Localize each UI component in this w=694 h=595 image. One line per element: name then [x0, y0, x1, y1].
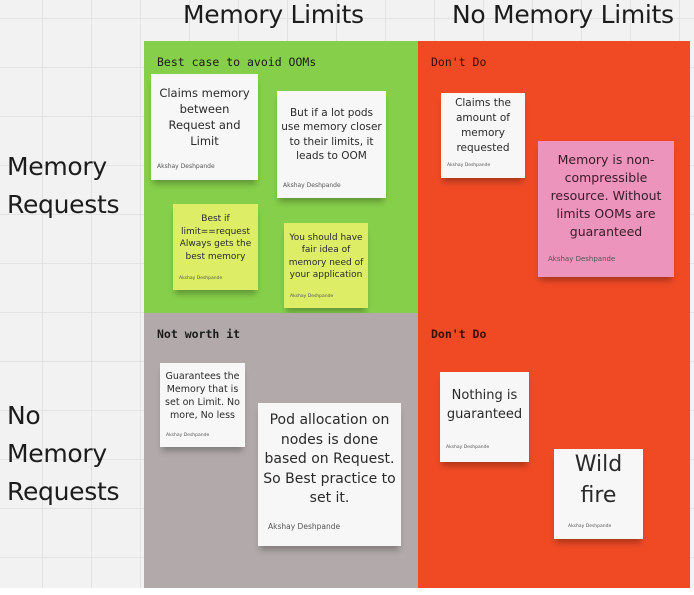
column-header-no-memory-limits: No Memory Limits: [452, 0, 674, 29]
note-author: Akshay Deshpande: [446, 445, 490, 450]
note-text: You should have fair idea of memory need…: [288, 232, 364, 281]
row-header-line: Memory: [7, 439, 107, 468]
quadrant-limits-requests: Best case to avoid OOMs Claims memory be…: [144, 41, 418, 313]
sticky-note[interactable]: Guarantees the Memory that is set on Lim…: [160, 363, 245, 447]
row-header-line: Requests: [7, 190, 120, 219]
sticky-note[interactable]: Memory is non-compressible resource. Wit…: [538, 141, 674, 277]
note-author: Akshay Deshpande: [157, 163, 215, 170]
note-author: Akshay Deshpande: [283, 181, 341, 189]
row-header-memory-requests: Memory Requests: [7, 148, 119, 224]
sticky-note[interactable]: Claims the amount of memory requested Ak…: [441, 93, 525, 178]
sticky-note[interactable]: Best if limit==request Always gets the b…: [173, 204, 258, 290]
sticky-note[interactable]: But if a lot pods use memory closer to t…: [277, 91, 386, 198]
sticky-note[interactable]: Nothing is guaranteed Akshay Deshpande: [440, 372, 529, 462]
note-author: Akshay Deshpande: [548, 255, 616, 263]
sticky-note[interactable]: Claims memory between Request and Limit …: [151, 74, 258, 180]
row-header-line: Requests: [7, 477, 120, 506]
note-author: Akshay Deshpande: [268, 521, 341, 531]
note-text: Best if limit==request Always gets the b…: [179, 214, 252, 262]
quadrant-title: Not worth it: [157, 327, 241, 341]
quadrant-nolimits-requests: Don't Do Claims the amount of memory req…: [418, 41, 690, 313]
sticky-note[interactable]: Pod allocation on nodes is done based on…: [258, 403, 401, 546]
note-text: Claims memory between Request and Limit: [159, 85, 250, 148]
note-text: Pod allocation on nodes is done based on…: [263, 412, 396, 506]
quadrant-title: Don't Do: [431, 327, 487, 341]
note-text: Wild fire: [574, 452, 623, 508]
quadrant-limits-norequests: Not worth it Guarantees the Memory that …: [144, 313, 418, 588]
column-header-memory-limits: Memory Limits: [183, 0, 364, 29]
note-author: Akshay Deshpande: [447, 163, 491, 168]
note-author: Akshay Deshpande: [568, 524, 612, 529]
row-header-line: Memory: [7, 152, 107, 181]
note-text: But if a lot pods use memory closer to t…: [281, 106, 382, 163]
note-text: Memory is non-compressible resource. Wit…: [550, 151, 662, 239]
note-author: Akshay Deshpande: [290, 293, 334, 299]
sticky-note[interactable]: You should have fair idea of memory need…: [284, 223, 368, 308]
note-author: Akshay Deshpande: [166, 433, 210, 438]
canvas-bottom-edge: [0, 588, 694, 595]
quadrant-nolimits-norequests: Don't Do Nothing is guaranteed Akshay De…: [418, 313, 690, 588]
note-text: Nothing is guaranteed: [446, 388, 523, 422]
note-text: Guarantees the Memory that is set on Lim…: [165, 371, 240, 421]
note-text: Claims the amount of memory requested: [455, 96, 511, 154]
row-header-line: No: [7, 401, 41, 430]
note-author: Akshay Deshpande: [179, 275, 223, 281]
sticky-note[interactable]: Wild fire Akshay Deshpande: [554, 449, 643, 539]
quadrant-title: Don't Do: [431, 55, 487, 69]
row-header-no-memory-requests: No Memory Requests: [7, 397, 119, 511]
quadrant-title: Best case to avoid OOMs: [157, 55, 317, 69]
